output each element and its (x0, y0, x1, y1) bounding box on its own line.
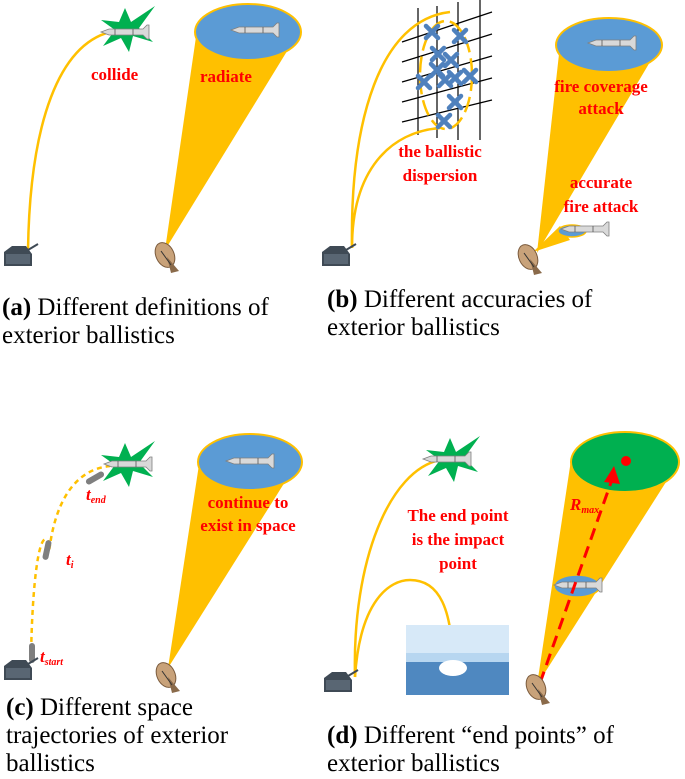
cross-mark (432, 48, 444, 60)
projectile-icon (42, 540, 52, 560)
caption-b: (b) Different accuracies of exterior bal… (327, 286, 593, 341)
label-t-i: ti (66, 550, 74, 571)
panel-b: the ballistic dispersion fire coverage a… (321, 0, 663, 276)
label-impact-point: is the impact (412, 530, 505, 549)
label-t-start: tstart (40, 647, 64, 668)
trajectory-line (353, 578, 455, 678)
cannon-icon (3, 657, 39, 681)
trajectory-line (350, 10, 451, 249)
range-arrowhead (604, 466, 620, 484)
cross-mark (464, 70, 476, 82)
target-point (621, 456, 631, 466)
radar-icon (151, 658, 181, 694)
panel-c: tend ti tstart continue to exist in spac… (3, 433, 303, 694)
caption-a: (a) Different definitions of exterior ba… (2, 294, 269, 349)
label-t-end: tend (86, 485, 107, 506)
cross-mark (449, 96, 461, 108)
radar-icon (150, 238, 180, 274)
radar-beam (537, 45, 660, 253)
label-fire-coverage: fire coverage (554, 77, 648, 96)
label-collide: collide (91, 65, 139, 84)
trajectory-line (350, 126, 441, 249)
projectile-icon (29, 643, 35, 663)
cross-mark (445, 54, 457, 66)
cross-mark (454, 30, 466, 42)
trajectory-line (353, 458, 441, 678)
impact-photo (406, 625, 509, 695)
cannon-icon (323, 669, 359, 693)
label-radiate: radiate (200, 67, 252, 86)
label-accurate-fire: fire attack (564, 197, 639, 216)
label-continue-exist: exist in space (200, 516, 296, 535)
radar-beam (168, 458, 300, 668)
cannon-icon (321, 243, 357, 267)
label-fire-coverage: attack (578, 99, 624, 118)
cross-mark (438, 115, 450, 127)
cross-mark (449, 72, 461, 84)
label-r-max: Rmax (569, 495, 599, 516)
projectile-icon (85, 471, 105, 485)
radar-beam (537, 460, 680, 685)
caption-d: (d) Different “end points” of exterior b… (327, 722, 614, 777)
label-dispersion: the ballistic (398, 142, 482, 161)
caption-c: (c) Different space trajectories of exte… (6, 694, 229, 777)
label-impact-point: The end point (407, 506, 508, 525)
radar-beam (165, 30, 300, 250)
panel-a: collide radiate (3, 3, 302, 274)
cannon-icon (3, 243, 39, 267)
trajectory-line (26, 30, 111, 251)
panel-d: Rmax The end point is the impact point (323, 431, 680, 706)
label-impact-point: point (439, 554, 477, 573)
radar-icon (521, 670, 551, 706)
label-dispersion: dispersion (403, 166, 478, 185)
label-continue-exist: continue to (208, 493, 289, 512)
label-accurate-fire: accurate (570, 173, 633, 192)
